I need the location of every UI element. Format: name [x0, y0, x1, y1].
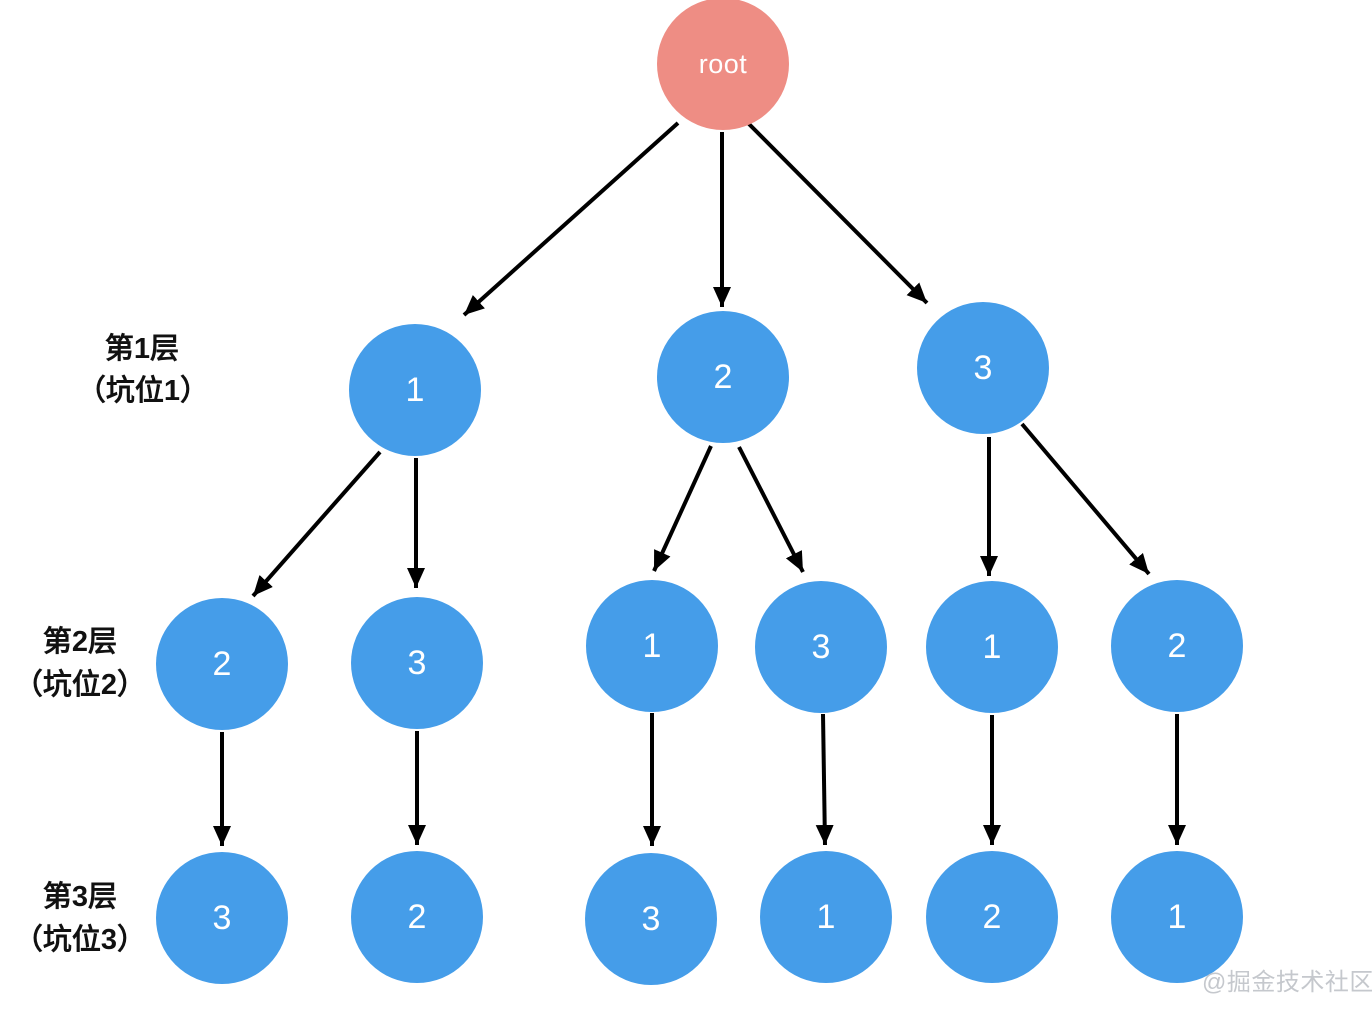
- tree-node-l3-5: 2: [926, 851, 1058, 983]
- row-label-level3-line1: 第3层: [42, 881, 118, 913]
- tree-node-l3-4: 1: [760, 851, 892, 983]
- tree-node-l2-4: 3: [755, 581, 887, 713]
- row-label-level2-line2: （坑位2）: [13, 669, 147, 701]
- tree-node-l3-3: 3: [585, 853, 717, 985]
- tree-node-l2-3: 1: [586, 580, 718, 712]
- edge-l1-3-to-l2-6: [1020, 422, 1151, 576]
- tree-node-l1-2: 2: [657, 311, 789, 443]
- tree-node-root: root: [657, 0, 789, 130]
- tree-node-l2-5: 1: [926, 581, 1058, 713]
- tree-node-l3-2: 2: [351, 851, 483, 983]
- tree-node-l1-1: 1: [349, 324, 481, 456]
- row-label-level3-line2: （坑位3）: [13, 924, 147, 956]
- tree-node-l2-2: 3: [351, 597, 483, 729]
- tree-node-l3-1: 3: [156, 852, 288, 984]
- tree-node-l2-6: 2: [1111, 580, 1243, 712]
- row-label-level1-line1: 第1层: [104, 333, 180, 365]
- watermark-text: @掘金技术社区: [1202, 969, 1372, 996]
- edge-l2-4-to-l3-4: [815, 713, 834, 846]
- edge-root-to-l1-3: [746, 121, 929, 305]
- edge-root-to-l1-1: [462, 121, 680, 317]
- tree-node-l1-3: 3: [917, 302, 1049, 434]
- edge-l1-2-to-l2-3: [652, 445, 713, 572]
- edge-l1-2-to-l2-4: [737, 446, 805, 573]
- tree-node-l3-6: 1: [1111, 851, 1243, 983]
- row-label-level1-line2: （坑位1）: [76, 375, 210, 407]
- edge-l1-1-to-l2-1: [251, 450, 382, 598]
- tree-node-l2-1: 2: [156, 598, 288, 730]
- row-label-level2-line1: 第2层: [42, 626, 118, 658]
